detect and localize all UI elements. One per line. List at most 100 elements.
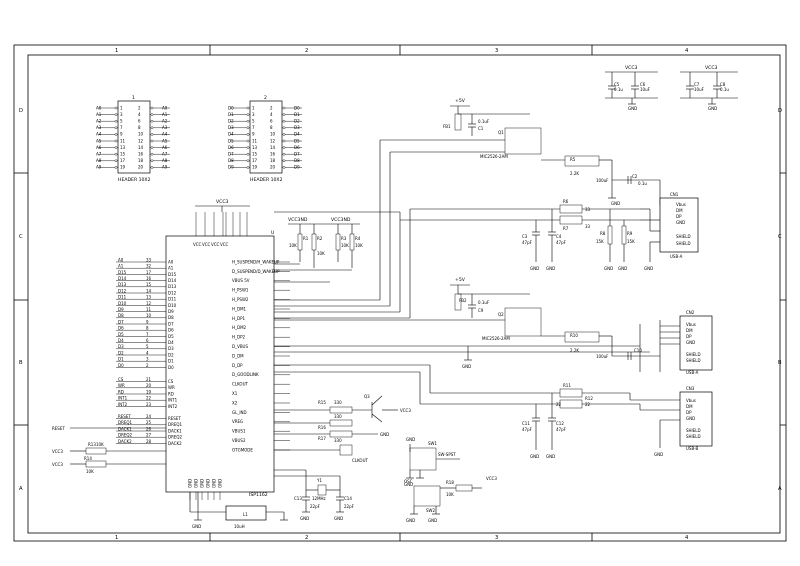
bus-wires bbox=[274, 151, 505, 319]
main-ic-left-pin-number: 24 bbox=[146, 414, 152, 419]
cn2-ref: CN2 bbox=[686, 310, 695, 315]
r2-value: 10K bbox=[317, 251, 325, 256]
main-ic-left-net: A0 bbox=[118, 257, 124, 262]
main-ic-left-pin-label: DREQ2 bbox=[168, 435, 183, 440]
r17-value: 330 bbox=[334, 438, 342, 443]
header-1-left-net: A6 bbox=[96, 145, 102, 150]
main-ic-top-pin-label: VCC bbox=[220, 242, 229, 247]
c14-value: 22pF bbox=[344, 504, 355, 509]
r10-value: 2.2K bbox=[570, 348, 579, 353]
r16-value: 330 bbox=[334, 414, 342, 419]
reset-net-label: RESET bbox=[52, 426, 65, 431]
main-ic-left-pin-number: 3 bbox=[146, 357, 149, 362]
main-ic-right-pin-label: VREG bbox=[232, 419, 243, 424]
header-2-right-net: D6 bbox=[294, 145, 300, 150]
r5-value: 2.2K bbox=[570, 171, 579, 176]
main-ic-left-pin-number: 15 bbox=[146, 282, 152, 287]
r17-ref: R17 bbox=[318, 436, 326, 441]
main-ic-left-pin-label: INT2 bbox=[168, 404, 178, 409]
main-ic-right-pin-label: D_SUSPEND/D_WAKEUP bbox=[232, 269, 280, 274]
main-ic-left-net: D6 bbox=[118, 326, 124, 331]
header-2-left-net: D9 bbox=[228, 165, 234, 170]
main-ic-left-pin-label: D14 bbox=[168, 278, 177, 283]
main-ic-left-pin-number: 21 bbox=[146, 377, 152, 382]
main-ic-left-pin-number: 12 bbox=[146, 301, 152, 306]
main-ic-left-pin-label: D15 bbox=[168, 272, 177, 277]
r11-value: 22 bbox=[556, 402, 562, 407]
header-1-left-net: A3 bbox=[96, 125, 102, 130]
header-2-left-pin-number: 19 bbox=[252, 165, 258, 170]
led-indicator-network: Q3 VCC3 R15 330 R16 330 R17 330 GND CLKO… bbox=[274, 394, 411, 463]
c14-ref: C14 bbox=[344, 496, 352, 501]
header-2-right-pin-number: 20 bbox=[270, 165, 276, 170]
main-ic-left-pin-label: D8 bbox=[168, 315, 174, 320]
main-ic-left-pin-label: DACK1 bbox=[168, 428, 182, 433]
r13-ref: R13 bbox=[88, 442, 96, 447]
vcc-label-pu2: VCC3ND bbox=[331, 217, 351, 223]
main-ic-left-pin-label: CS bbox=[168, 379, 174, 384]
main-ic-left-pin-label: INT1 bbox=[168, 398, 178, 403]
header-2-left-net: D0 bbox=[228, 105, 234, 110]
r5-ref: R5 bbox=[570, 157, 576, 162]
header-1-right-pin-number: 12 bbox=[138, 138, 144, 143]
gnd-label-r9: GND bbox=[618, 266, 627, 271]
main-ic-left-pin-number: 33 bbox=[146, 257, 152, 262]
gnd-label-hp2: GND bbox=[462, 364, 471, 369]
header-1-left-pin-number: 7 bbox=[120, 125, 123, 130]
main-ic-right-pin-label: D_DP bbox=[232, 363, 243, 368]
cn1-ref: CN1 bbox=[670, 192, 679, 197]
main-ic-right-pin-label: H_DP2 bbox=[232, 335, 246, 340]
c12-ref: C12 bbox=[556, 421, 564, 426]
cn1-pin-3: DP bbox=[676, 214, 682, 219]
col-label-4-bottom: 4 bbox=[685, 535, 689, 541]
row-label-c: C bbox=[19, 234, 23, 240]
header-1-left-pin-number: 15 bbox=[120, 152, 126, 157]
header-1-right-net: A8 bbox=[162, 158, 168, 163]
header-2-left-net: D4 bbox=[228, 132, 234, 137]
main-ic-left-pin-label: D3 bbox=[168, 346, 174, 351]
vcc-label-top1: VCC3 bbox=[625, 65, 638, 71]
main-ic-bottom-pin-label: GND bbox=[187, 479, 192, 488]
main-ic-left-net: D10 bbox=[118, 301, 127, 306]
cn3-pin-4: GND bbox=[686, 416, 695, 421]
main-ic-left-pin-number: 7 bbox=[146, 332, 149, 337]
header-2-right-pin-number: 16 bbox=[270, 152, 276, 157]
main-ic-left-pin-label: RD bbox=[168, 391, 174, 396]
header-2-right-net: D5 bbox=[294, 138, 300, 143]
switch-oscillator-area: GND SW1 SW-SPST GND OSC SW2 R18 10K VCC3… bbox=[404, 437, 497, 523]
main-ic-left-pin-label: D13 bbox=[168, 284, 177, 289]
header-1-left-net: A9 bbox=[96, 165, 102, 170]
main-ic-left-net: DREQ1 bbox=[118, 420, 133, 425]
header-2-left-net: D3 bbox=[228, 125, 234, 130]
main-ic-left-pin-number: 6 bbox=[146, 338, 149, 343]
header-1-right-net: A0 bbox=[162, 105, 168, 110]
header-1-right-pin-number: 18 bbox=[138, 158, 144, 163]
r16-ref: R16 bbox=[318, 425, 326, 430]
cn3-type: USB-B bbox=[686, 446, 699, 451]
main-ic-left-pin-label: RESET bbox=[168, 416, 181, 421]
header-1-left-pin-number: 5 bbox=[120, 119, 123, 124]
gnd-label-top2: GND bbox=[708, 106, 717, 111]
header-1-left-net: A4 bbox=[96, 132, 102, 137]
main-ic-left-net: DACK2 bbox=[118, 439, 132, 444]
c3-ref: C3 bbox=[522, 234, 528, 239]
main-ic-right-pin-label: D_DM bbox=[232, 353, 244, 358]
main-ic-right-pin-label: H_DM2 bbox=[232, 325, 247, 330]
r18-value: 10K bbox=[446, 492, 454, 497]
main-ic-bottom-pin-label: GND bbox=[211, 479, 216, 488]
main-ic-left-pin-label: D4 bbox=[168, 340, 174, 345]
gnd-label-osc2: GND bbox=[428, 518, 437, 523]
header-1-right-pin-number: 6 bbox=[138, 119, 141, 124]
main-ic-left-net: D2 bbox=[118, 350, 124, 355]
header-1-name: HEADER 10X2 bbox=[118, 177, 151, 183]
header-1-right-net: A9 bbox=[162, 165, 168, 170]
main-ic-left-pin-label: D9 bbox=[168, 309, 174, 314]
gnd-label-sw1-top: GND bbox=[406, 437, 415, 442]
main-ic-left-pin-label: D6 bbox=[168, 328, 174, 333]
cn3-pin-2: DM bbox=[686, 404, 693, 409]
cn2-shield-2: SHIELD bbox=[686, 358, 701, 363]
header-2-left-pin-number: 13 bbox=[252, 145, 258, 150]
r14-ref: R14 bbox=[84, 456, 92, 461]
cn1-pin-4: GND bbox=[676, 220, 685, 225]
